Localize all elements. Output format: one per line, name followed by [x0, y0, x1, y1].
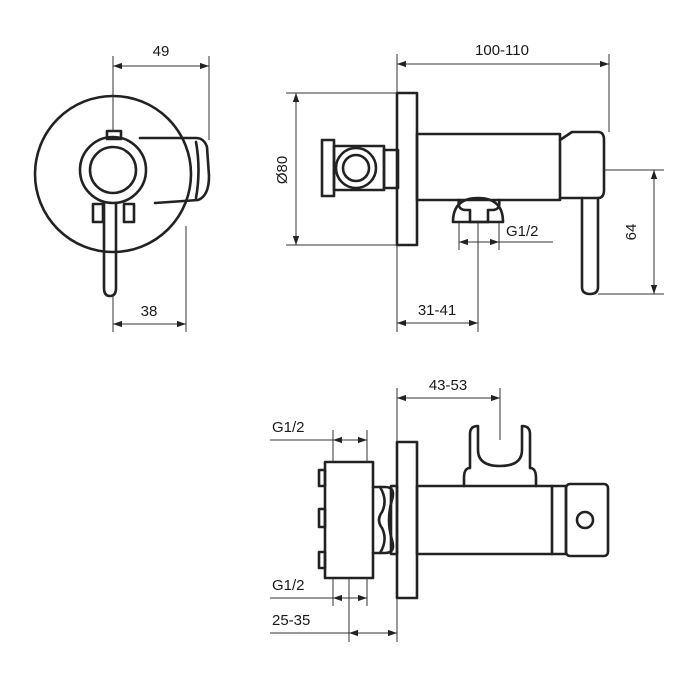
dim-49: 49 — [153, 43, 170, 60]
front-body-inner — [88, 145, 138, 195]
dim-100-110: 100-110 — [475, 42, 529, 59]
dim-31-41: 31-41 — [418, 302, 456, 319]
top-view: 43-53 G1/2 G1/2 25-35 — [270, 377, 610, 642]
side-holder-ring-outer — [334, 146, 378, 190]
side-view: 100-110 Ø80 64 G1/2 31-41 — [274, 42, 664, 332]
front-body-outer — [78, 135, 148, 205]
side-body — [415, 132, 562, 202]
top-hose-holder — [462, 424, 538, 488]
side-lever — [580, 196, 600, 296]
dim-80: Ø80 — [274, 156, 291, 184]
top-rosette — [395, 440, 419, 600]
dim-g12-top: G1/2 — [272, 419, 305, 436]
top-block-tab-3 — [317, 550, 327, 570]
side-outlet — [457, 198, 501, 224]
top-block-tab-1 — [317, 468, 327, 488]
dim-g12-side: G1/2 — [506, 223, 539, 240]
top-handle — [550, 484, 568, 556]
side-outlet-cap — [451, 196, 505, 224]
dim-43-53: 43-53 — [429, 377, 467, 394]
top-block-tab-2 — [317, 507, 327, 529]
top-handle-hole — [575, 510, 595, 530]
side-holder-ring-inner — [341, 153, 371, 183]
top-body — [415, 484, 554, 556]
front-left-nut — [91, 202, 105, 224]
front-top-nub — [105, 129, 123, 141]
front-lever — [102, 201, 118, 298]
top-coupling-thread — [377, 485, 386, 555]
top-connection-block — [323, 460, 375, 580]
side-holder-plate — [320, 138, 336, 198]
dim-38: 38 — [141, 303, 158, 320]
dim-g12-bottom: G1/2 — [272, 577, 305, 594]
front-right-nut — [122, 202, 136, 224]
dim-25-35: 25-35 — [272, 612, 310, 629]
front-holder-inner — [194, 140, 200, 200]
side-rosette — [395, 91, 419, 247]
dim-64: 64 — [623, 224, 640, 241]
top-handle-knob — [564, 482, 610, 558]
front-view: 49 38 — [33, 43, 211, 332]
side-handle — [558, 130, 606, 200]
front-hose-holder — [138, 136, 211, 205]
